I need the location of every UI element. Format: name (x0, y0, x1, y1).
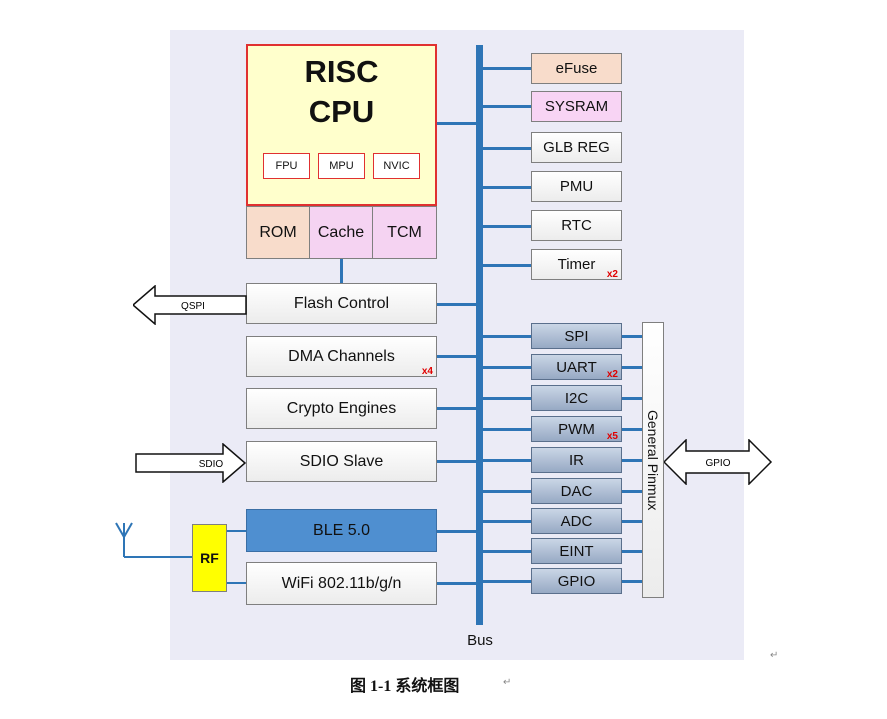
general-pinmux-label: General Pinmux (645, 409, 661, 511)
timer-multiplier: x2 (606, 269, 618, 280)
peripheral-label: SPI (564, 327, 589, 345)
pwm-bus-link (482, 428, 532, 431)
crypto-engines-block: Crypto Engines (246, 388, 437, 429)
peripheral-adc: ADC (531, 508, 622, 534)
peripheral-eint: EINT (531, 538, 622, 564)
peripheral-multiplier: x5 (606, 431, 618, 442)
gpio-arrow: GPIO (663, 439, 773, 485)
peripheral-gpio: GPIO (531, 568, 622, 594)
peripheral-pwm: PWM x5 (531, 416, 622, 442)
peripheral-uart: UART x2 (531, 354, 622, 380)
qspi-label: QSPI (181, 301, 205, 312)
glbreg-bus-link (482, 147, 532, 150)
gpio-pinmux-link (622, 580, 642, 583)
uart-pinmux-link (622, 366, 642, 369)
dma-multiplier: x4 (421, 366, 433, 377)
peripheral-dac: DAC (531, 478, 622, 504)
peripheral-multiplier: x2 (606, 369, 618, 380)
antenna-icon (115, 522, 246, 584)
peripheral-label: GPIO (557, 572, 596, 590)
peripheral-label: DAC (560, 482, 593, 500)
return-mark-icon: ↵ (503, 677, 512, 688)
wifi-block: WiFi 802.11b/g/n (246, 562, 437, 605)
sdio-arrow-label: SDIO (199, 459, 224, 470)
spi-bus-link (482, 335, 532, 338)
timer-label: Timer (557, 256, 596, 273)
rom-block: ROM (246, 206, 310, 259)
efuse-bus-link (482, 67, 532, 70)
tcm-block: TCM (372, 206, 437, 259)
i2c-bus-link (482, 397, 532, 400)
flash-control-block: Flash Control (246, 283, 437, 324)
wifi-bus-link (437, 582, 479, 585)
sdio-arrow: SDIO (135, 443, 247, 483)
cpu-unit-fpu: FPU (263, 153, 310, 179)
sysram-block: SYSRAM (531, 91, 622, 122)
sdio-slave-block: SDIO Slave (246, 441, 437, 482)
peripheral-label: IR (569, 451, 584, 469)
sdio-bus-link (437, 460, 479, 463)
gpio-arrow-label: GPIO (705, 458, 730, 469)
peripheral-label: UART (556, 358, 597, 376)
glb-reg-block: GLB REG (531, 132, 622, 163)
pwm-pinmux-link (622, 428, 642, 431)
cpu-bus-link (437, 122, 479, 125)
cpu-unit-mpu: MPU (318, 153, 365, 179)
figure-caption: 图 1-1 系统框图 (350, 678, 460, 695)
cache-flash-link (340, 259, 343, 283)
spi-pinmux-link (622, 335, 642, 338)
dma-channels-block: DMA Channels x4 (246, 336, 437, 377)
eint-pinmux-link (622, 550, 642, 553)
dac-bus-link (482, 490, 532, 493)
pmu-block: PMU (531, 171, 622, 202)
flash-bus-link (437, 303, 479, 306)
general-pinmux-block: General Pinmux (642, 322, 664, 598)
ir-pinmux-link (622, 459, 642, 462)
dma-channels-label: DMA Channels (288, 347, 395, 365)
ble-block: BLE 5.0 (246, 509, 437, 552)
peripheral-label: EINT (559, 542, 594, 560)
i2c-pinmux-link (622, 397, 642, 400)
crypto-bus-link (437, 407, 479, 410)
peripheral-label: PWM (558, 420, 595, 438)
rtc-bus-link (482, 225, 532, 228)
rtc-block: RTC (531, 210, 622, 241)
system-bus (476, 45, 483, 625)
peripheral-i2c: I2C (531, 385, 622, 411)
pmu-bus-link (482, 186, 532, 189)
cpu-block: RISC CPU FPU MPU NVIC (246, 44, 437, 206)
peripheral-label: ADC (560, 512, 593, 530)
cache-block: Cache (309, 206, 373, 259)
rf-block: RF (192, 524, 227, 592)
cpu-unit-nvic: NVIC (373, 153, 420, 179)
qspi-arrow: QSPI (133, 285, 247, 325)
eint-bus-link (482, 550, 532, 553)
efuse-block: eFuse (531, 53, 622, 84)
cpu-title-line2: CPU (308, 94, 375, 129)
cpu-title-line1: RISC (304, 54, 379, 89)
adc-pinmux-link (622, 520, 642, 523)
peripheral-ir: IR (531, 447, 622, 473)
sysram-bus-link (482, 105, 532, 108)
dac-pinmux-link (622, 490, 642, 493)
ble-bus-link (437, 530, 479, 533)
ir-bus-link (482, 459, 532, 462)
timer-block: Timer x2 (531, 249, 622, 280)
timer-bus-link (482, 264, 532, 267)
peripheral-spi: SPI (531, 323, 622, 349)
peripheral-label: I2C (564, 389, 589, 407)
return-mark-icon: ↵ (770, 650, 779, 661)
bus-label: Bus (467, 631, 493, 649)
adc-bus-link (482, 520, 532, 523)
dma-bus-link (437, 355, 479, 358)
uart-bus-link (482, 366, 532, 369)
gpio-bus-link (482, 580, 532, 583)
